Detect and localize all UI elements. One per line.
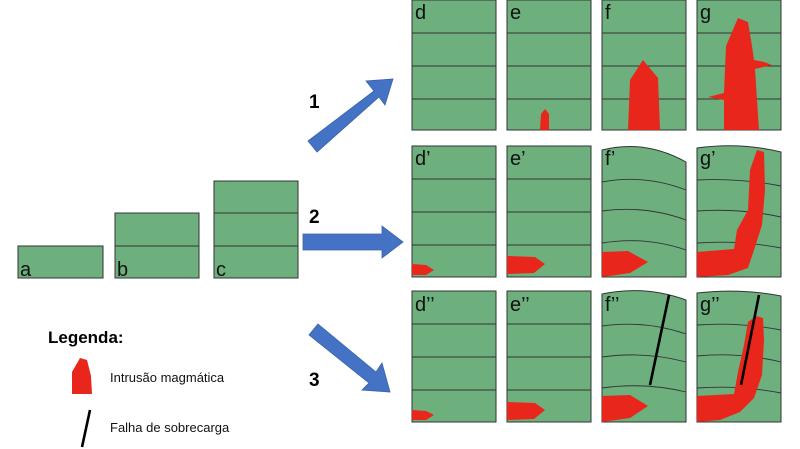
intrusion-f-double-prime — [602, 395, 648, 422]
label-d-double-prime: d’’ — [415, 294, 435, 316]
arrow-route-3 — [308, 323, 391, 393]
label-e-prime: e’ — [510, 148, 526, 170]
panel-e-double-prime: e’’ — [506, 290, 592, 423]
label-f-double-prime: f’’ — [605, 294, 619, 316]
label-e-double-prime: e’’ — [510, 294, 530, 316]
block-b: b — [114, 212, 200, 281]
intrusion-g — [708, 18, 772, 130]
label-e: e — [510, 2, 521, 24]
route-number-1: 1 — [309, 92, 320, 113]
legend: Legenda: Intrusão magmática Falha de sob… — [48, 328, 230, 448]
intrusion-e-double-prime — [507, 402, 545, 420]
intrusion-shape-icon — [72, 358, 92, 394]
intrusion-e-prime — [507, 256, 545, 274]
label-f-prime: f’ — [605, 148, 615, 170]
label-d: d — [415, 2, 426, 24]
intrusion-f — [628, 60, 660, 130]
block-a: a — [17, 245, 104, 281]
label-d-prime: d’ — [415, 148, 431, 170]
fault-f-double-prime — [648, 294, 671, 386]
panel-d-double-prime: d’’ — [411, 290, 497, 423]
panel-f-double-prime: f’’ — [601, 290, 687, 423]
panel-e: e — [506, 0, 592, 131]
route-number-2: 2 — [309, 207, 320, 228]
panel-e-prime: e’ — [506, 145, 592, 278]
intrusion-e — [540, 109, 549, 130]
panel-g: g — [696, 0, 782, 131]
panel-d: d — [411, 0, 497, 131]
arrow-route-2 — [302, 225, 404, 259]
intrusion-g-prime — [697, 150, 765, 277]
legend-intrusion-label: Intrusão magmática — [110, 370, 225, 385]
label-g-prime: g’ — [700, 148, 716, 170]
intrusion-g-double-prime — [697, 316, 764, 422]
panel-f-prime: f’ — [601, 145, 687, 278]
legend-fault-label: Falha de sobrecarga — [110, 420, 230, 435]
arrow-route-1 — [307, 78, 394, 153]
route-number-3: 3 — [309, 370, 320, 391]
label-f: f — [605, 2, 611, 24]
panel-d-prime: d’ — [411, 145, 497, 278]
fault-g-double-prime — [739, 294, 761, 386]
panel-g-prime: g’ — [696, 145, 782, 278]
panel-f: f — [601, 0, 687, 131]
intrusion-d-double-prime — [412, 410, 434, 420]
block-c: c — [213, 180, 299, 281]
panel-g-double-prime: g’’ — [696, 290, 782, 423]
label-g-double-prime: g’’ — [700, 294, 720, 316]
intrusion-f-prime — [602, 251, 648, 277]
label-b: b — [117, 259, 128, 281]
label-g: g — [700, 2, 711, 24]
label-a: a — [20, 259, 32, 281]
intrusion-d-prime — [412, 264, 434, 275]
legend-title: Legenda: — [48, 328, 124, 347]
fault-line-icon — [80, 409, 92, 448]
label-c: c — [216, 259, 226, 281]
